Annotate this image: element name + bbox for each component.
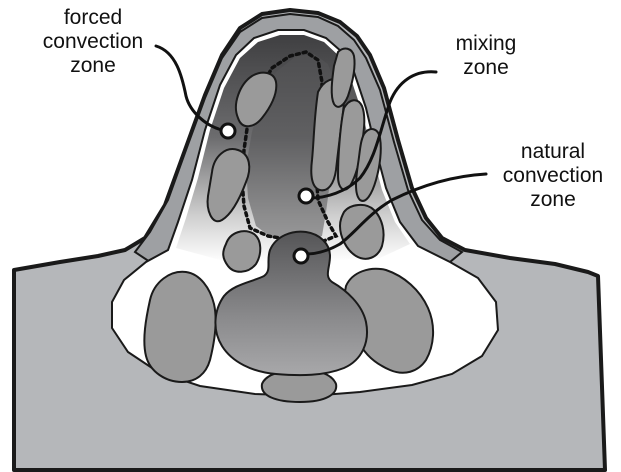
- blob-bottom-left: [144, 272, 215, 382]
- label-natural-line2: convection: [488, 164, 618, 188]
- blob-left-lower: [223, 231, 260, 272]
- label-mixing-line2: zone: [438, 56, 534, 80]
- marker-mixing: [299, 189, 313, 203]
- marker-forced: [221, 124, 235, 138]
- marker-natural: [294, 249, 308, 263]
- label-natural-convection-zone: natural convection zone: [488, 140, 618, 212]
- label-mixing-line1: mixing: [438, 32, 534, 56]
- label-natural-line3: zone: [488, 188, 618, 212]
- label-forced-line2: convection: [30, 30, 156, 54]
- label-forced-convection-zone: forced convection zone: [30, 6, 156, 78]
- label-mixing-zone: mixing zone: [438, 32, 534, 80]
- label-forced-line3: zone: [30, 54, 156, 78]
- label-forced-line1: forced: [30, 6, 156, 30]
- label-natural-line1: natural: [488, 140, 618, 164]
